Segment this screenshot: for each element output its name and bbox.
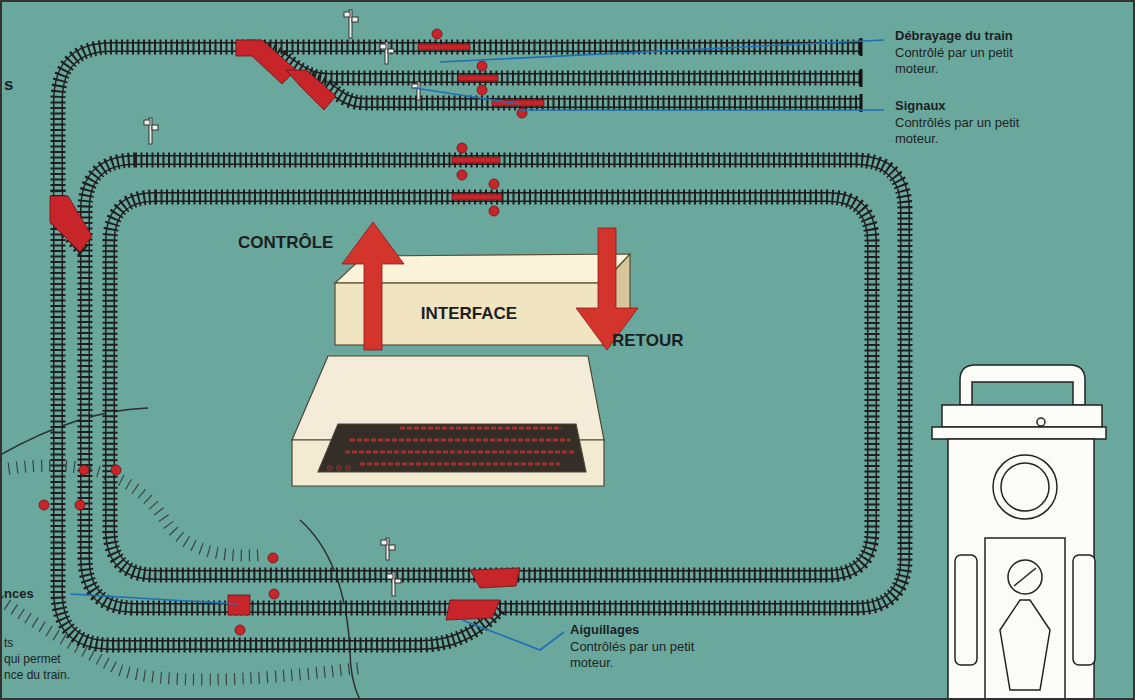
callout-title: nces xyxy=(4,586,34,602)
callout-text: Contrôlés par un petit moteur. xyxy=(895,115,1045,147)
callout-text: qui permet xyxy=(4,652,61,667)
callout-title: Signaux xyxy=(895,98,946,114)
callout-title: Débrayage du train xyxy=(895,28,1013,44)
box-label: INTERFACE xyxy=(421,304,517,324)
callout-text: Contrôlés par un petit moteur. xyxy=(570,639,720,671)
arrow-label: CONTRÔLE xyxy=(238,232,333,253)
callout-title: Aiguillages xyxy=(570,622,639,638)
callout-text: ts xyxy=(4,636,13,651)
interface-box: INTERFACE xyxy=(335,283,603,345)
callout-text: nce du train. xyxy=(4,668,70,683)
arrow-label: RETOUR xyxy=(612,330,683,351)
title-fragment: s xyxy=(4,74,13,95)
callout-text: Contrôlé par un petit moteur. xyxy=(895,45,1035,77)
